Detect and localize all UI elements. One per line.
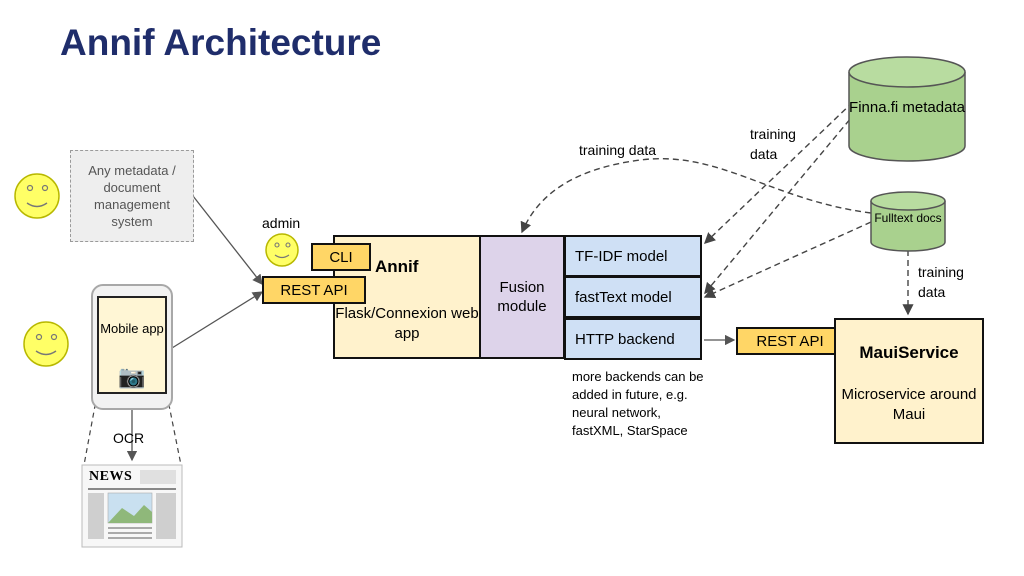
admin-label: admin	[262, 215, 301, 231]
http-backend-label: HTTP backend	[575, 330, 675, 348]
mauiservice-title: MauiService	[859, 343, 959, 362]
training-data-label-maui: training data	[918, 264, 964, 300]
metadata-system-label: Any metadata / document management syste…	[88, 163, 176, 229]
finna-label: Finna.fi metadata	[849, 99, 965, 116]
maui-rest-api-tag: REST API	[736, 327, 844, 355]
page-title: Annif Architecture	[60, 22, 382, 63]
ocr-label: OCR	[113, 430, 145, 446]
mobile-phone-screen	[97, 296, 167, 394]
fusion-module-label: Fusion module	[497, 279, 547, 315]
training-data-label-models: training data	[750, 126, 796, 162]
fulltext-database-icon	[870, 191, 946, 252]
mobile-user-face-icon	[23, 321, 69, 367]
user-face-icon	[14, 173, 60, 219]
annif-title: Annif	[375, 257, 419, 276]
maui-rest-api-label: REST API	[756, 332, 824, 350]
cli-label: CLI	[329, 248, 353, 266]
fusion-module-box: Fusion module	[479, 235, 565, 359]
mobile-app-label: Mobile app	[100, 321, 164, 336]
http-backend-box: HTTP backend	[564, 318, 702, 360]
annif-rest-api-label: REST API	[280, 281, 348, 299]
mauiservice-box	[834, 318, 984, 444]
fulltext-label: Fulltext docs	[874, 211, 942, 225]
training-data-label-fusion: training data	[579, 142, 657, 158]
tfidf-model-box: TF-IDF model	[564, 235, 702, 277]
metadata-system-box: Any metadata / document management syste…	[70, 150, 194, 242]
tfidf-model-label: TF-IDF model	[575, 247, 668, 265]
cli-tag: CLI	[311, 243, 371, 271]
camera-icon: 📷	[118, 364, 146, 389]
newspaper-masthead: NEWS	[89, 469, 133, 484]
annif-rest-api-tag: REST API	[262, 276, 366, 304]
backends-note: more backends can be added in future, e.…	[572, 369, 704, 438]
fasttext-model-label: fastText model	[575, 288, 672, 306]
finna-database-icon	[848, 56, 966, 162]
fasttext-model-box: fastText model	[564, 276, 702, 318]
admin-face-icon	[265, 233, 299, 267]
newspaper-icon	[81, 464, 183, 548]
mauiservice-subtitle: Microservice around Maui	[841, 386, 977, 423]
annif-subtitle: Flask/Connexion web app	[335, 305, 479, 342]
